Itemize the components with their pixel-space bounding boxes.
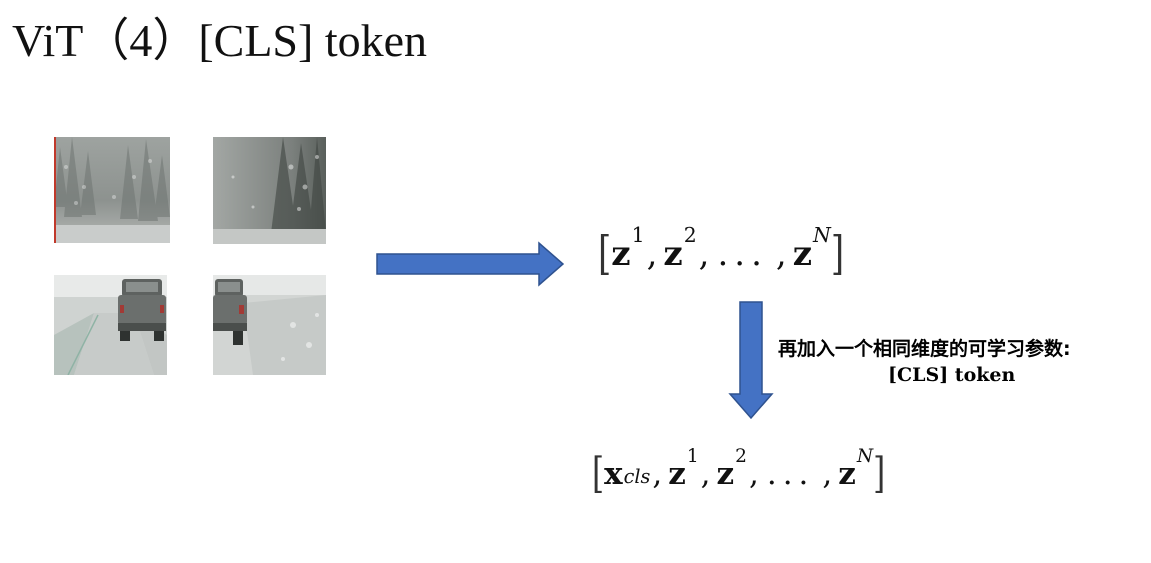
image-patch-truck-left bbox=[54, 275, 167, 375]
expr2-term-superscript: N bbox=[856, 445, 874, 467]
expr2-comma: , bbox=[748, 456, 759, 492]
expr2-comma: , bbox=[652, 456, 663, 492]
expr2-close-bracket: ] bbox=[873, 449, 886, 499]
expr2-term-base: x bbox=[604, 456, 623, 492]
right-arrow-shape bbox=[376, 241, 565, 287]
expr2-term-subscript: cls bbox=[623, 464, 651, 488]
expr2-term-base: z bbox=[668, 456, 686, 492]
expr1-comma: , bbox=[646, 234, 658, 274]
expr1-term-superscript: 1 bbox=[631, 222, 645, 247]
down-arrow-shape bbox=[728, 301, 774, 420]
forest-patch-graphic bbox=[54, 137, 170, 243]
slide-title: ViT（4）[CLS] token bbox=[12, 15, 428, 66]
expr1-comma: , bbox=[698, 234, 710, 274]
image-patch-forest-right bbox=[213, 137, 326, 244]
expr1-comma: , bbox=[775, 234, 787, 274]
expr1-term-base: z bbox=[663, 234, 683, 274]
image-patch-truck-right bbox=[213, 275, 326, 375]
cls-token-note: 再加入一个相同维度的可学习参数: [CLS] token bbox=[778, 336, 1138, 388]
expr2-open-bracket: [ bbox=[592, 449, 605, 499]
expr1-term-base: z bbox=[792, 234, 813, 274]
cls-token-note-line1: 再加入一个相同维度的可学习参数: bbox=[778, 338, 1071, 360]
expr1-term-superscript: 2 bbox=[683, 222, 697, 247]
down-arrow-icon bbox=[728, 301, 774, 420]
cls-token-note-line2: [CLS] token bbox=[888, 364, 1016, 386]
expr2-term-base: z bbox=[838, 456, 856, 492]
expr2-term-superscript: 1 bbox=[686, 445, 699, 467]
expr1-term-superscript: N bbox=[813, 222, 831, 247]
forest-patch-graphic bbox=[213, 137, 326, 244]
expr2-term-base: z bbox=[716, 456, 735, 492]
expr2-term-superscript: 2 bbox=[735, 445, 747, 467]
right-arrow-icon bbox=[376, 241, 565, 287]
expr2-comma: , bbox=[822, 456, 833, 492]
expr1-term-base: z bbox=[611, 234, 631, 274]
expr1-ellipsis: ... bbox=[717, 234, 768, 274]
image-patch-forest-left bbox=[54, 137, 170, 243]
truck-patch-graphic bbox=[213, 275, 326, 375]
expr1-close-bracket: ] bbox=[830, 227, 845, 281]
truck-patch-graphic bbox=[54, 275, 167, 375]
expr2-comma: , bbox=[700, 456, 711, 492]
expr2-ellipsis: ... bbox=[766, 456, 815, 492]
expr1-open-bracket: [ bbox=[598, 227, 612, 281]
